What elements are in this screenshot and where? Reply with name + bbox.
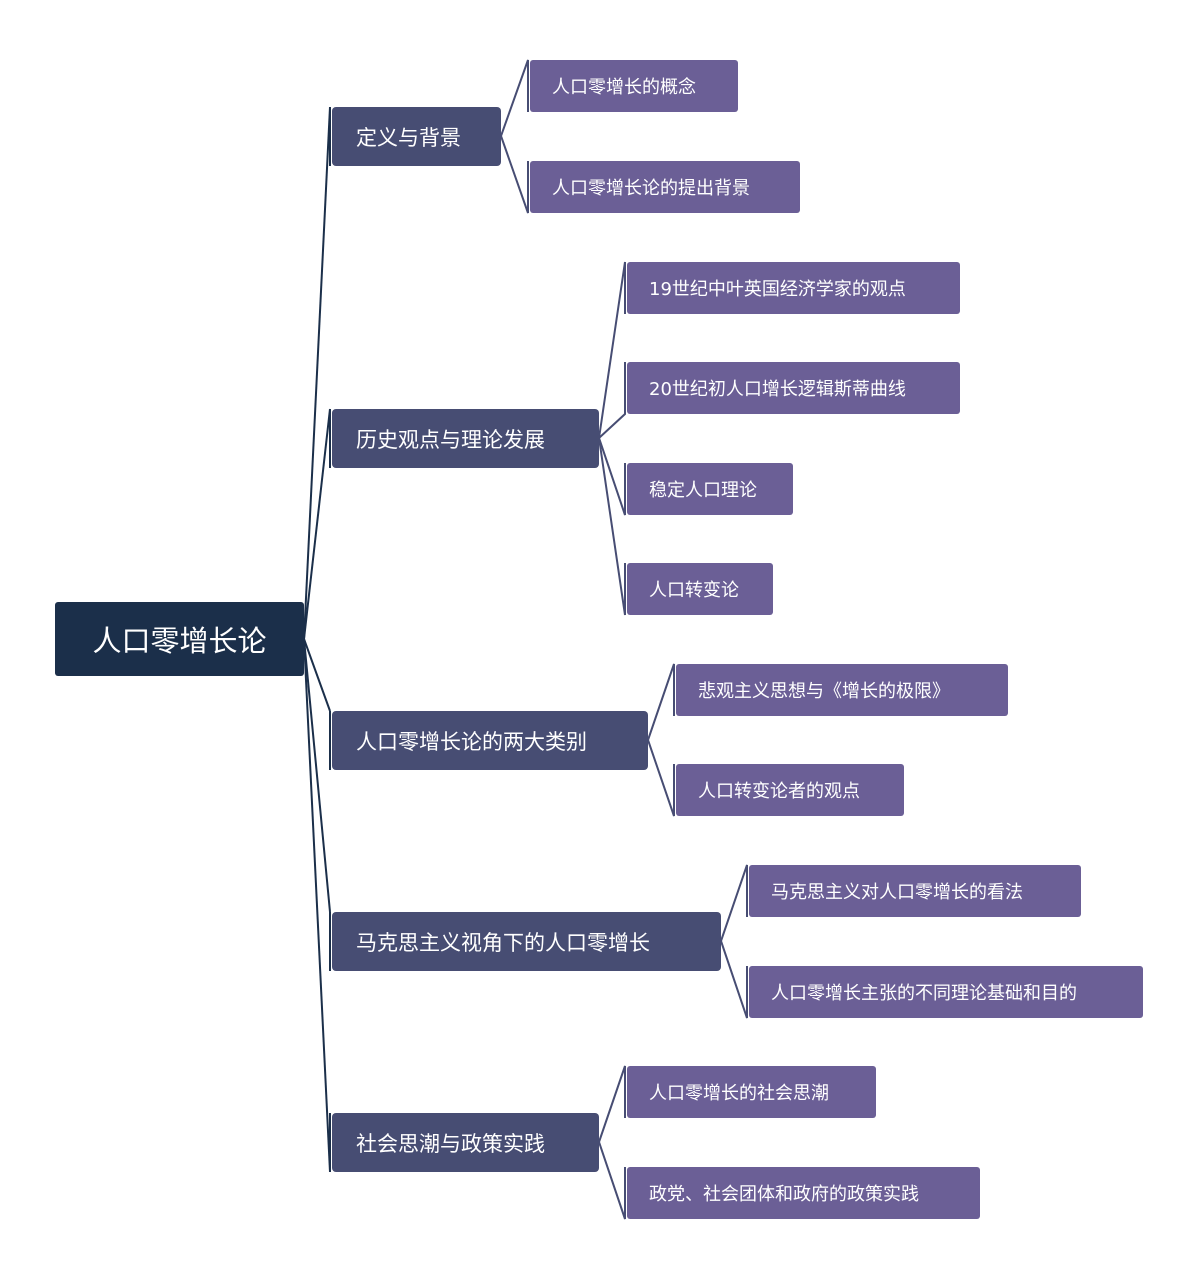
connector-branch-1-child-2 (598, 437, 626, 516)
leaf-label: 19世纪中叶英国经济学家的观点 (649, 279, 906, 300)
branch-node-definition[interactable]: 定义与背景 (332, 107, 501, 166)
branch-node-categories[interactable]: 人口零增长论的两大类别 (332, 711, 648, 770)
leaf-label: 人口零增长的概念 (552, 77, 696, 98)
leaf-node[interactable]: 马克思主义对人口零增长的看法 (749, 865, 1081, 917)
connector-branch-0-child-1 (500, 135, 529, 214)
leaf-node[interactable]: 人口零增长论的提出背景 (530, 161, 800, 213)
leaf-label: 人口零增长主张的不同理论基础和目的 (771, 983, 1077, 1004)
leaf-node[interactable]: 20世纪初人口增长逻辑斯蒂曲线 (627, 362, 960, 414)
branch-node-history[interactable]: 历史观点与理论发展 (332, 409, 599, 468)
leaf-node[interactable]: 人口零增长的概念 (530, 60, 738, 112)
connector-branch-2-child-0 (647, 663, 675, 741)
leaf-node[interactable]: 人口转变论 (627, 563, 773, 615)
branch-label: 人口零增长论的两大类别 (356, 729, 587, 754)
leaf-node[interactable]: 人口零增长的社会思潮 (627, 1066, 876, 1118)
connector-branch-1-child-3 (598, 437, 626, 616)
leaf-label: 政党、社会团体和政府的政策实践 (649, 1184, 919, 1205)
leaf-node[interactable]: 人口零增长主张的不同理论基础和目的 (749, 966, 1143, 1018)
leaf-node[interactable]: 悲观主义思想与《增长的极限》 (676, 664, 1008, 716)
leaf-node[interactable]: 政党、社会团体和政府的政策实践 (627, 1167, 980, 1219)
connector-branch-4-child-0 (598, 1065, 626, 1143)
branch-label: 社会思潮与政策实践 (356, 1131, 545, 1156)
connector-root-branch-3 (303, 638, 331, 913)
leaf-node[interactable]: 人口转变论者的观点 (676, 764, 904, 816)
leaf-node[interactable]: 稳定人口理论 (627, 463, 793, 515)
connector-root-branch-2 (303, 638, 331, 712)
leaf-label: 人口零增长的社会思潮 (649, 1083, 829, 1104)
branch-label: 历史观点与理论发展 (356, 427, 545, 452)
branch-node-policy[interactable]: 社会思潮与政策实践 (332, 1113, 599, 1172)
branch-node-marxism[interactable]: 马克思主义视角下的人口零增长 (332, 912, 721, 971)
leaf-label: 悲观主义思想与《增长的极限》 (698, 681, 950, 702)
connector-branch-2-child-1 (647, 739, 675, 817)
connector-root-branch-1 (303, 408, 331, 640)
connector-root-branch-4 (303, 638, 331, 1173)
leaf-label: 马克思主义对人口零增长的看法 (771, 882, 1023, 903)
branch-label: 马克思主义视角下的人口零增长 (356, 930, 650, 955)
leaf-node[interactable]: 19世纪中叶英国经济学家的观点 (627, 262, 960, 314)
leaf-label: 人口转变论 (649, 580, 739, 601)
connector-root-branch-0 (303, 106, 331, 640)
connector-branch-3-child-1 (720, 940, 748, 1019)
leaf-label: 稳定人口理论 (649, 480, 757, 501)
connector-branch-1-child-1 (598, 362, 626, 439)
connector-branch-4-child-1 (598, 1141, 626, 1220)
connector-branch-3-child-0 (720, 864, 748, 942)
branch-label: 定义与背景 (356, 125, 461, 150)
root-label: 人口零增长论 (92, 624, 267, 658)
leaf-label: 人口零增长论的提出背景 (552, 178, 750, 199)
root-node[interactable]: 人口零增长论 (55, 602, 304, 676)
connector-branch-0-child-0 (500, 59, 529, 137)
leaf-label: 人口转变论者的观点 (698, 781, 860, 802)
connector-branch-1-child-0 (598, 261, 626, 439)
leaf-label: 20世纪初人口增长逻辑斯蒂曲线 (649, 379, 906, 400)
